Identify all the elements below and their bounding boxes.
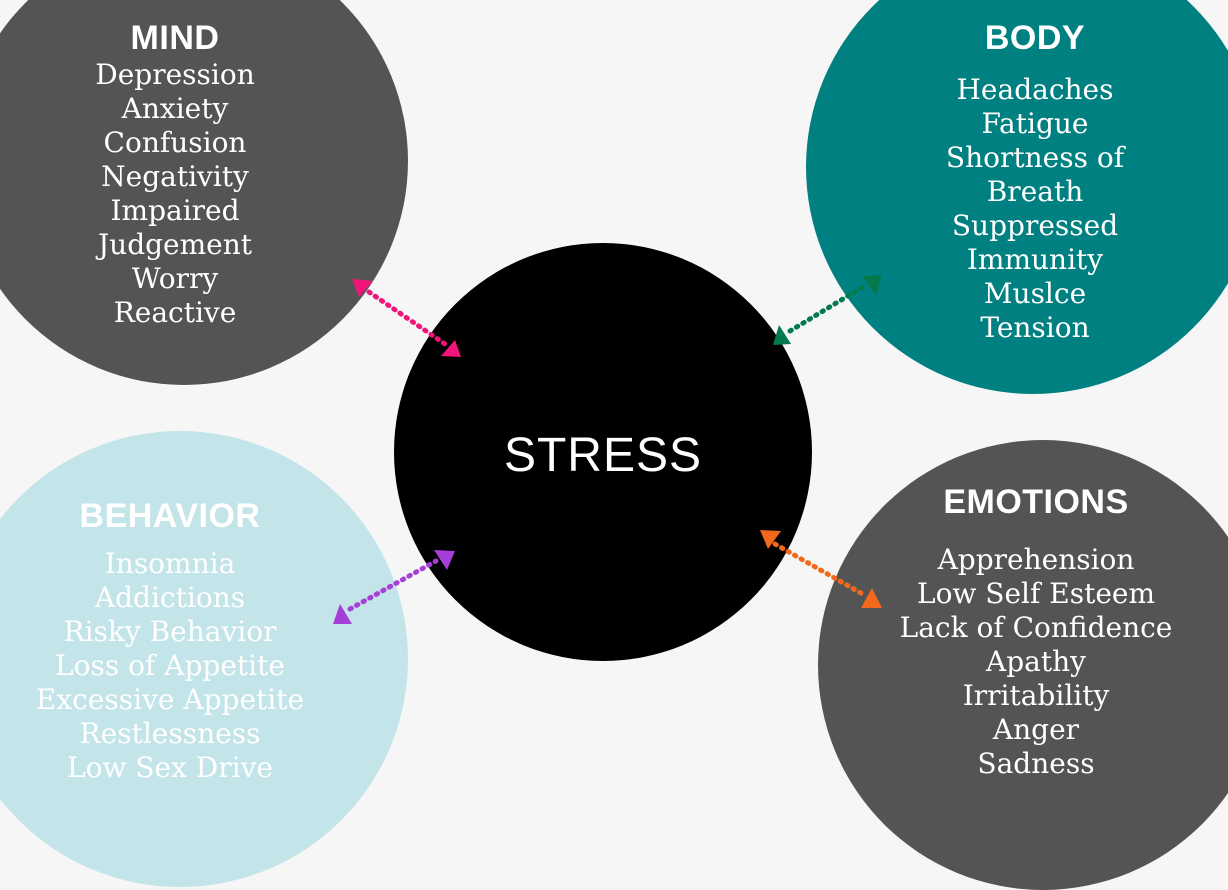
behavior-item: Low Sex Drive xyxy=(67,751,273,784)
mind-item: Anxiety xyxy=(121,92,229,125)
mind-item: Judgement xyxy=(97,228,253,261)
behavior-title: BEHAVIOR xyxy=(79,497,261,535)
arrowhead-icon xyxy=(760,530,781,549)
behavior-list: Insomnia Addictions Risky Behavior Loss … xyxy=(20,547,320,785)
behavior-panel: BEHAVIOR Insomnia Addictions Risky Behav… xyxy=(20,496,320,785)
behavior-item: Insomnia xyxy=(104,547,236,580)
body-item: Shortness of xyxy=(945,141,1125,174)
emotions-title: EMOTIONS xyxy=(943,483,1129,521)
mind-item: Reactive xyxy=(113,296,237,329)
body-circle xyxy=(806,0,1228,394)
body-item: Headaches xyxy=(956,73,1114,106)
body-title: BODY xyxy=(984,19,1086,57)
mind-arrow xyxy=(352,279,461,357)
emotions-item: Lack of Confidence xyxy=(899,611,1173,644)
stress-circle xyxy=(394,243,812,661)
behavior-item: Risky Behavior xyxy=(63,615,277,648)
emotions-panel: EMOTIONS Apprehension Low Self Esteem La… xyxy=(880,482,1192,781)
arrowhead-icon xyxy=(441,340,461,357)
emotions-item: Sadness xyxy=(977,747,1095,780)
arrowhead-icon xyxy=(352,279,373,297)
body-item: Muslce xyxy=(983,277,1087,310)
emotions-item: Apathy xyxy=(986,645,1086,678)
behavior-circle xyxy=(0,431,408,887)
emotions-item: Low Self Esteem xyxy=(916,577,1156,610)
behavior-item: Addictions xyxy=(94,581,246,614)
emotions-item: Anger xyxy=(992,713,1080,746)
arrowhead-icon xyxy=(773,325,791,345)
behavior-item: Loss of Appetite xyxy=(55,649,285,682)
body-item: Tension xyxy=(980,311,1090,344)
body-item: Breath xyxy=(986,175,1084,208)
emotions-arrow xyxy=(760,530,882,608)
emotions-item: Irritability xyxy=(962,679,1110,712)
mind-title: MIND xyxy=(130,19,220,57)
mind-item: Confusion xyxy=(103,126,247,159)
body-list: Headaches Fatigue Shortness of Breath Su… xyxy=(890,73,1180,345)
mind-list: Depression Anxiety Confusion Negativity … xyxy=(30,58,320,330)
behavior-arrow xyxy=(333,550,455,624)
emotions-list: Apprehension Low Self Esteem Lack of Con… xyxy=(880,543,1192,781)
body-item: Fatigue xyxy=(981,107,1089,140)
stress-label: STRESS xyxy=(503,429,703,482)
body-item: Suppressed xyxy=(951,209,1119,242)
body-panel: BODY Headaches Fatigue Shortness of Brea… xyxy=(890,18,1180,345)
arrowhead-icon xyxy=(862,275,882,295)
mind-circle xyxy=(0,0,408,385)
arrowhead-icon xyxy=(333,604,352,624)
mind-item: Negativity xyxy=(101,160,249,193)
emotions-circle xyxy=(818,440,1228,890)
arrowhead-icon xyxy=(434,550,455,570)
behavior-item: Excessive Appetite xyxy=(35,683,305,716)
mind-item: Depression xyxy=(95,58,255,91)
emotions-item: Apprehension xyxy=(937,543,1135,576)
body-arrow xyxy=(773,275,882,345)
connector-arrows xyxy=(333,275,882,624)
body-item: Immunity xyxy=(966,243,1104,276)
mind-item: Impaired xyxy=(110,194,240,227)
mind-item: Worry xyxy=(131,262,219,295)
mind-panel: MIND Depression Anxiety Confusion Negati… xyxy=(30,18,320,330)
behavior-item: Restlessness xyxy=(79,717,261,750)
arrowhead-icon xyxy=(861,588,882,608)
